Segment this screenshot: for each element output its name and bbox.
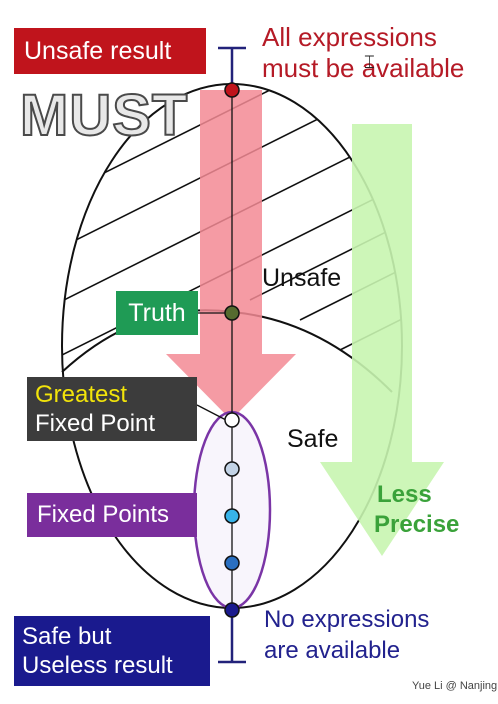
must-direction-arrow xyxy=(166,90,296,420)
credit-text: Yue Li @ Nanjing xyxy=(412,680,498,692)
bottom-annotation: No expressions are available xyxy=(264,604,429,666)
all-expressions-line2: must be available xyxy=(262,53,465,83)
unsafe-result-label: Unsafe result xyxy=(24,37,172,65)
safe-region-label: Safe xyxy=(287,425,339,453)
top-bracket xyxy=(218,46,246,88)
fixed-point-label: Fixed Point xyxy=(35,410,156,437)
less-label: Less xyxy=(377,481,432,508)
unsafe-result-box: Unsafe result xyxy=(14,28,206,74)
text-cursor-icon: ⌶ xyxy=(364,52,375,72)
no-expressions-line1: No expressions xyxy=(264,606,430,633)
are-available-line2: are available xyxy=(264,637,401,664)
fixed-point-dot-3 xyxy=(224,508,240,524)
gfp-connector xyxy=(196,404,227,421)
fixed-point-dot-2 xyxy=(224,461,240,477)
useless-result-box: Safe but Useless result xyxy=(14,616,210,686)
bottom-bracket xyxy=(218,614,246,664)
fixed-point-dot-4 xyxy=(224,555,240,571)
unsafe-region-label: Unsafe xyxy=(262,264,342,292)
all-expressions-line1: All expressions xyxy=(262,22,437,52)
safe-but-label: Safe but xyxy=(22,623,112,650)
greatest-fixed-point-dot xyxy=(224,412,240,428)
bottom-element-dot xyxy=(224,602,240,618)
truth-dot xyxy=(224,305,240,321)
must-title: MUST xyxy=(19,83,189,149)
precise-label: Precise xyxy=(374,511,460,538)
top-element-dot xyxy=(224,82,240,98)
fixed-points-label: Fixed Points xyxy=(37,501,170,528)
truth-box: Truth xyxy=(116,291,198,335)
top-annotation: All expressions must be available xyxy=(262,22,464,84)
fixed-points-box: Fixed Points xyxy=(27,493,197,537)
greatest-label: Greatest xyxy=(35,381,128,408)
less-precise-arrow xyxy=(320,124,444,556)
truth-label: Truth xyxy=(128,299,186,327)
useless-result-label: Useless result xyxy=(22,652,173,679)
less-precise-label: Less Precise xyxy=(374,480,460,540)
greatest-fixed-point-box: Greatest Fixed Point xyxy=(27,377,197,441)
